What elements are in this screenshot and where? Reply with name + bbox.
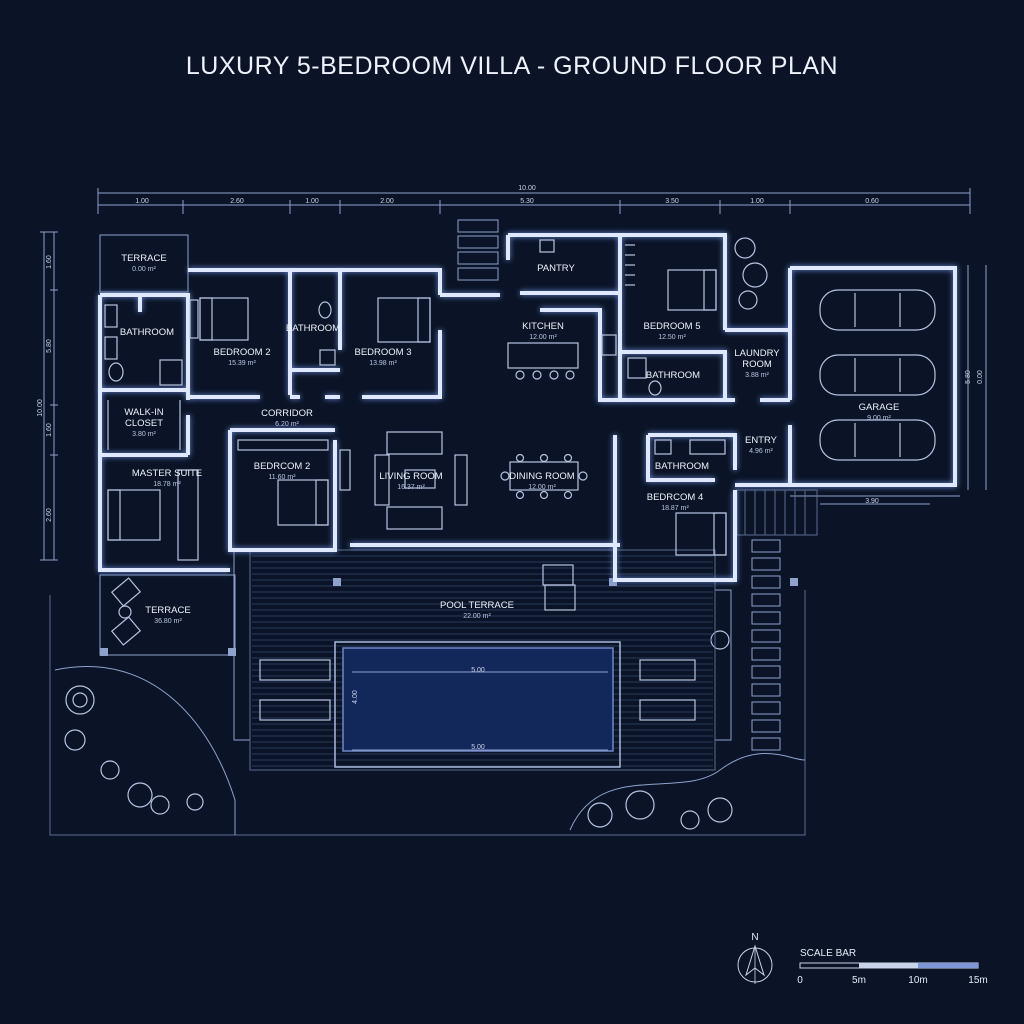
room-labels: TERRACE 0.00 m² BATHROOM BEDROOM 2 15.39 m² B… (120, 253, 899, 625)
dim-pool: 5.00 (471, 667, 485, 674)
room-area-bedroom-2-top: 15.39 m² (228, 360, 256, 367)
dim-left: 2.60 (46, 508, 53, 522)
room-name-bathroom-shared: BATHROOM (286, 323, 340, 334)
room-name-bedroom-2-top: BEDROOM 2 (213, 347, 270, 358)
dim-left: 10.00 (37, 399, 44, 417)
room-name-terrace-bottom: TERRACE (145, 605, 190, 616)
room-name-bedroom-3: BEDROOM 3 (354, 347, 411, 358)
dimension-lines: 10.00 1.00 2.60 1.00 2.00 5.30 3.50 1.00… (37, 185, 987, 561)
room-area-garage: 9.00 m² (867, 415, 891, 422)
dim-top: 3.50 (665, 198, 679, 205)
room-name-bedroom-2-lower: BEDRCOM 2 (254, 461, 310, 472)
scale-bar: SCALE BAR 0 5m 10m 15m (797, 948, 988, 986)
dim-top: 1.00 (305, 198, 319, 205)
dim-right: 0.00 (977, 370, 984, 384)
dim-top: 2.60 (230, 198, 244, 205)
room-area-terrace-top: 0.00 m² (132, 266, 156, 273)
room-name-bathroom-4: BATHROOM (655, 461, 709, 472)
room-area-bedroom-2-lower: 11.60 m² (268, 474, 296, 481)
dim-pool: 4.00 (352, 690, 359, 704)
room-name-bathroom-5: BATHROOM (646, 370, 700, 381)
room-name-entry: ENTRY (745, 435, 778, 446)
room-area-living-room: 16.37 m² (397, 484, 425, 491)
swimming-pool: 5.00 5.00 4.00 (259, 564, 696, 768)
room-area-entry: 4.96 m² (749, 448, 773, 455)
dim-left: 1.60 (46, 423, 53, 437)
room-area-dining-room: 12.00 m² (528, 484, 556, 491)
furniture (104, 239, 936, 646)
dim-right: 5.80 (965, 370, 972, 384)
dim-top: 1.00 (750, 198, 764, 205)
room-area-laundry: 3.88 m² (745, 372, 769, 379)
room-name-bathroom-master: BATHROOM (120, 327, 174, 338)
room-area-corridor: 6.20 m² (275, 421, 299, 428)
dim-top: 2.00 (380, 198, 394, 205)
scale-tick: 0 (797, 975, 803, 986)
room-name-garage: GARAGE (859, 402, 900, 413)
room-name-bedroom-5: BEDROOM 5 (643, 321, 700, 332)
room-area-kitchen: 12.00 m² (529, 334, 557, 341)
room-name-master-suite: MASTER SUITE (132, 468, 202, 479)
scale-tick: 5m (852, 975, 866, 986)
plan-title: LUXURY 5-BEDROOM VILLA - GROUND FLOOR PL… (185, 52, 839, 80)
dim-total: 10.00 (518, 185, 536, 192)
room-name-terrace-top: TERRACE (121, 253, 166, 264)
dim-left: 5.80 (46, 339, 53, 353)
room-area-bedroom-3: 13.98 m² (369, 360, 397, 367)
compass-label: N (751, 932, 758, 943)
room-name-corridor: CORRIDOR (261, 408, 313, 419)
north-compass: N (737, 932, 773, 984)
room-area-pool-terrace: 22.00 m² (463, 613, 491, 620)
dim-top: 0.60 (865, 198, 879, 205)
room-area-terrace-bottom: 36.80 m² (154, 618, 182, 625)
dim-left: 1.60 (46, 255, 53, 269)
dim-top: 5.30 (520, 198, 534, 205)
scale-tick: 15m (968, 975, 987, 986)
scale-bar-label: SCALE BAR (800, 948, 856, 959)
room-name-living-room: LIVING ROOM (379, 471, 442, 482)
room-area-walk-in-closet: 3.80 m² (132, 431, 156, 438)
room-name-kitchen: KITCHEN (522, 321, 564, 332)
dim-top: 1.00 (135, 198, 149, 205)
scale-tick: 10m (908, 975, 927, 986)
room-area-bedroom-4: 18.87 m² (661, 505, 689, 512)
room-name-pantry: PANTRY (537, 263, 575, 274)
dim-garage: 3.90 (865, 498, 879, 505)
room-name-bedroom-4: BEDRCOM 4 (647, 492, 703, 503)
walls (98, 233, 957, 582)
dim-pool: 5.00 (471, 744, 485, 751)
room-area-master-suite: 18.78 m² (153, 481, 181, 488)
room-name-dining-room: DINING ROOM (509, 471, 575, 482)
room-name-pool-terrace: POOL TERRACE (440, 600, 514, 611)
room-area-bedroom-5: 12.50 m² (658, 334, 686, 341)
